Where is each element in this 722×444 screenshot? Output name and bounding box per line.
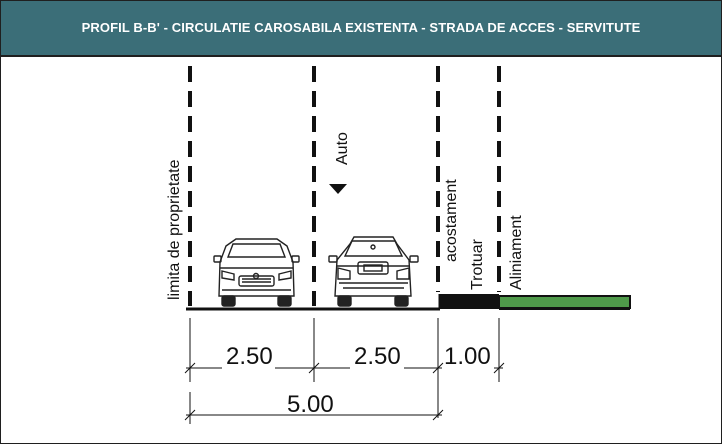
- dimension-sidewalk: 1.00: [444, 343, 491, 370]
- header-bar: PROFIL B-B' - CIRCULATIE CAROSABILA EXIS…: [1, 1, 721, 57]
- dimension-row-1: [184, 318, 505, 418]
- dimension-total: 5.00: [287, 391, 334, 418]
- dimension-row-2: [184, 392, 444, 424]
- dimension-lane-1: 2.50: [226, 343, 273, 370]
- car-rear-icon: [328, 236, 419, 307]
- page-title: PROFIL B-B' - CIRCULATIE CAROSABILA EXIS…: [81, 20, 641, 35]
- car-front-icon: [213, 238, 300, 307]
- auto-label: Auto: [334, 132, 351, 165]
- dimension-lane-2: 2.50: [354, 343, 401, 370]
- sidewalk-strip: [440, 294, 499, 309]
- alignment-label: Aliniament: [508, 215, 525, 290]
- direction-arrow-icon: [329, 184, 347, 194]
- shoulder-label: acostament: [443, 179, 460, 262]
- sidewalk-label: Trotuar: [469, 238, 486, 290]
- property-limit-label: limita de proprietate: [166, 159, 183, 300]
- green-strip: [498, 295, 631, 309]
